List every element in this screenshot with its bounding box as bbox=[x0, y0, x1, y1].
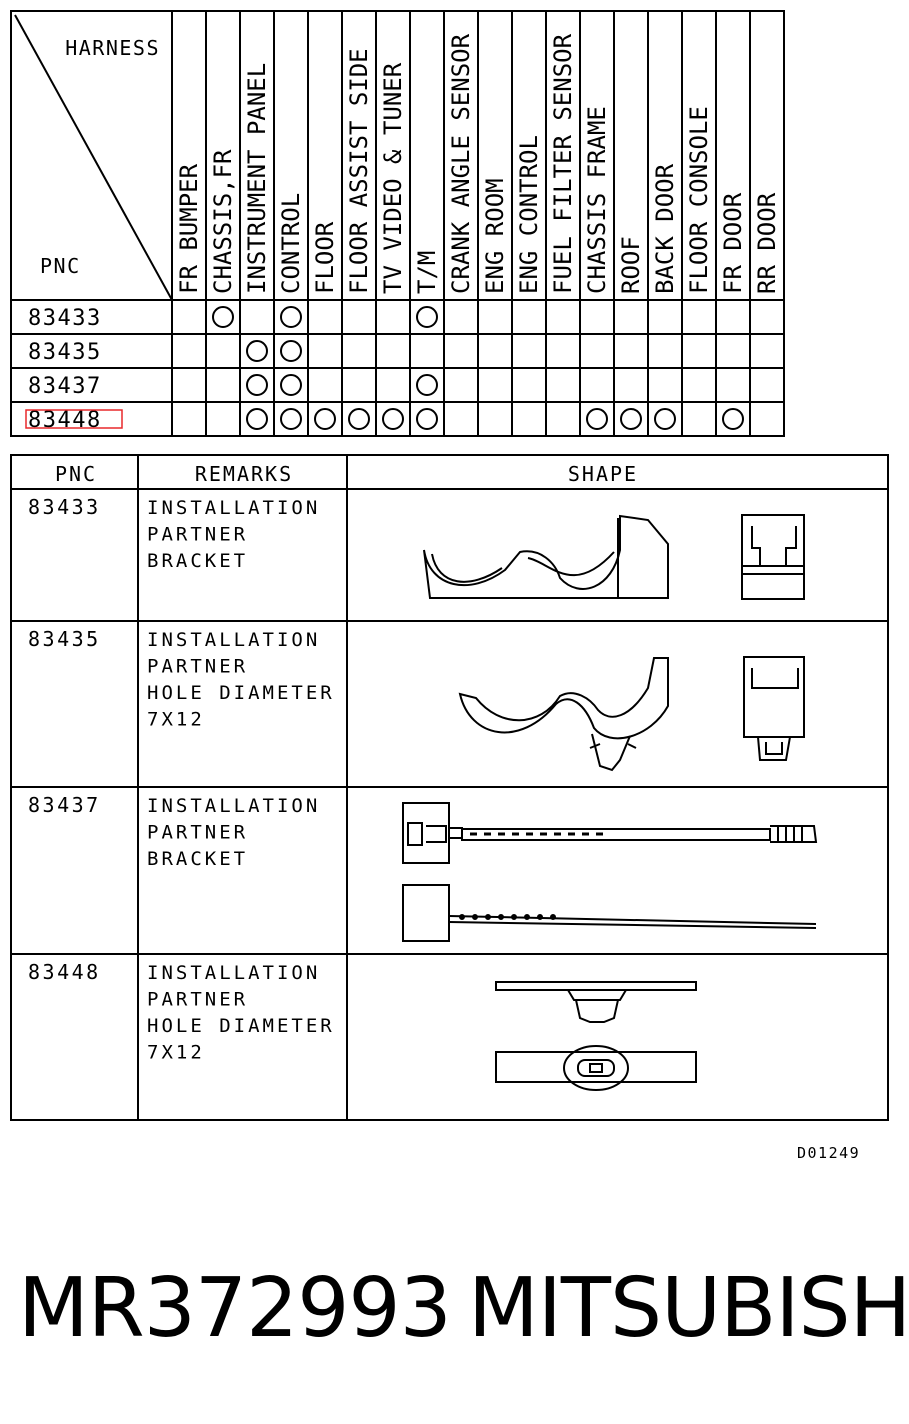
harness-column-header: FR DOOR bbox=[719, 192, 747, 294]
harness-column-header: T/M bbox=[413, 251, 441, 294]
harness-mark-circle bbox=[722, 408, 744, 430]
part-remark-line: INSTALLATION bbox=[147, 629, 320, 651]
part-remark-line: 7X12 bbox=[147, 709, 205, 731]
harness-column-header: ENG CONTROL bbox=[515, 135, 543, 294]
part-remark-line: BRACKET bbox=[147, 848, 248, 870]
harness-mark-circle bbox=[280, 306, 302, 328]
harness-column-header: FLOOR ASSIST SIDE bbox=[345, 48, 373, 294]
harness-mark-circle bbox=[280, 374, 302, 396]
harness-mark-circle bbox=[212, 306, 234, 328]
harness-column-header: FR BUMPER bbox=[175, 163, 203, 294]
pnc-row-label: 83435 bbox=[28, 340, 102, 365]
part-remark-line: 7X12 bbox=[147, 1042, 205, 1064]
shape-cable-tie-band bbox=[402, 802, 818, 942]
harness-column-header: INSTRUMENT PANEL bbox=[243, 63, 271, 294]
part-remark-line: INSTALLATION bbox=[147, 795, 320, 817]
part-remark-line: PARTNER bbox=[147, 822, 248, 844]
part-number: MR372993 bbox=[18, 1261, 452, 1356]
part-pnc: 83437 bbox=[28, 793, 101, 817]
brand-name: MITSUBISHI bbox=[468, 1261, 909, 1356]
harness-column-header: RR DOOR bbox=[753, 192, 781, 294]
harness-column-header: FLOOR CONSOLE bbox=[685, 106, 713, 294]
harness-corner-label: HARNESS bbox=[65, 36, 160, 60]
harness-mark-circle bbox=[620, 408, 642, 430]
shape-flat-clip bbox=[495, 981, 697, 1091]
part-remark-line: PARTNER bbox=[147, 656, 248, 678]
harness-column-header: CRANK ANGLE SENSOR bbox=[447, 33, 475, 294]
part-pnc: 83433 bbox=[28, 495, 101, 519]
harness-mark-circle bbox=[416, 374, 438, 396]
part-remark-line: PARTNER bbox=[147, 989, 248, 1011]
pnc-row-label: 83433 bbox=[28, 306, 102, 331]
harness-mark-circle bbox=[586, 408, 608, 430]
harness-column-header: ROOF bbox=[617, 236, 645, 294]
harness-column-header: BACK DOOR bbox=[651, 163, 679, 294]
part-remark-line: INSTALLATION bbox=[147, 962, 320, 984]
pnc-row-label: 83437 bbox=[28, 374, 102, 399]
part-remark-line: BRACKET bbox=[147, 550, 248, 572]
part-remark-line: HOLE DIAMETER bbox=[147, 682, 335, 704]
pnc-highlight-box bbox=[25, 409, 123, 429]
part-remark-line: INSTALLATION bbox=[147, 497, 320, 519]
harness-mark-circle bbox=[654, 408, 676, 430]
harness-mark-circle bbox=[246, 374, 268, 396]
harness-mark-circle bbox=[382, 408, 404, 430]
pnc-row-label: 83448 bbox=[28, 408, 102, 433]
harness-mark-circle bbox=[348, 408, 370, 430]
harness-mark-circle bbox=[416, 408, 438, 430]
pnc-corner-label: PNC bbox=[40, 254, 81, 278]
harness-mark-circle bbox=[314, 408, 336, 430]
shape-double-clamp-clip bbox=[458, 656, 805, 772]
shape-header: SHAPE bbox=[568, 462, 638, 486]
harness-column-header: FLOOR bbox=[311, 221, 339, 294]
harness-column-header: CHASSIS FRAME bbox=[583, 106, 611, 294]
part-remark-line: PARTNER bbox=[147, 524, 248, 546]
pnc-header: PNC bbox=[55, 462, 97, 486]
harness-mark-circle bbox=[246, 340, 268, 362]
harness-mark-circle bbox=[280, 408, 302, 430]
harness-column-header: CHASSIS,FR bbox=[209, 149, 237, 294]
shape-double-clamp-bracket bbox=[423, 514, 805, 600]
remarks-header: REMARKS bbox=[195, 462, 293, 486]
harness-mark-circle bbox=[280, 340, 302, 362]
part-pnc: 83435 bbox=[28, 627, 101, 651]
part-remark-line: HOLE DIAMETER bbox=[147, 1015, 335, 1037]
harness-column-header: FUEL FILTER SENSOR bbox=[549, 33, 577, 294]
harness-column-header: TV VIDEO & TUNER bbox=[379, 62, 407, 294]
harness-column-header: CONTROL bbox=[277, 193, 305, 294]
part-pnc: 83448 bbox=[28, 960, 101, 984]
harness-mark-circle bbox=[416, 306, 438, 328]
harness-mark-circle bbox=[246, 408, 268, 430]
diagram-code: D01249 bbox=[797, 1144, 861, 1162]
harness-column-header: ENG ROOM bbox=[481, 178, 509, 294]
